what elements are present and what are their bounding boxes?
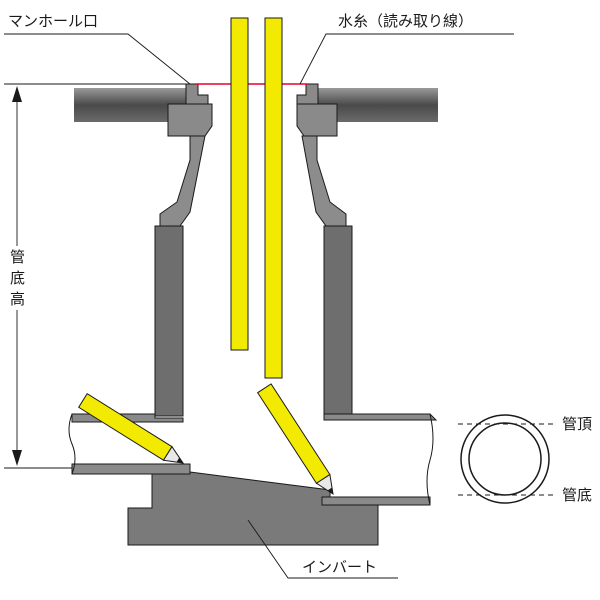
label-manhole-mouth: マンホール口	[8, 12, 98, 30]
label-invert: インバート	[302, 558, 377, 576]
shaft-wall-left	[154, 225, 184, 417]
measuring-rod-left	[230, 17, 249, 351]
invert-block	[127, 471, 379, 546]
tapered-neck-right	[301, 135, 347, 227]
tapered-neck-left	[159, 135, 206, 227]
pipe-right	[321, 413, 438, 506]
dimension-arrow-up	[12, 86, 22, 102]
dimension-arrow-down	[12, 450, 22, 466]
pencil-right	[256, 383, 334, 496]
pencil-left	[78, 392, 185, 464]
label-pipe-bottom: 管底	[562, 486, 592, 504]
ground-slab-right	[318, 88, 438, 122]
leader-water-string	[299, 33, 514, 85]
pipe-cross-section-inner	[468, 422, 542, 496]
label-pipe-bottom-height-1: 管	[10, 248, 25, 266]
label-pipe-bottom-height-3: 高	[10, 290, 25, 308]
leader-manhole-mouth	[4, 33, 191, 85]
manhole-frame-right	[296, 83, 338, 137]
label-water-string: 水糸（読み取り線）	[338, 12, 473, 30]
dimension-label-bg	[8, 246, 28, 310]
manhole-frame-left	[167, 83, 213, 137]
leader-invert	[247, 519, 398, 579]
label-pipe-bottom-height-2: 底	[10, 269, 25, 287]
label-pipe-top: 管頂	[562, 415, 592, 433]
shaft-wall-right	[323, 225, 353, 417]
measuring-rod-right	[264, 17, 283, 379]
ground-slab-left	[74, 88, 186, 122]
